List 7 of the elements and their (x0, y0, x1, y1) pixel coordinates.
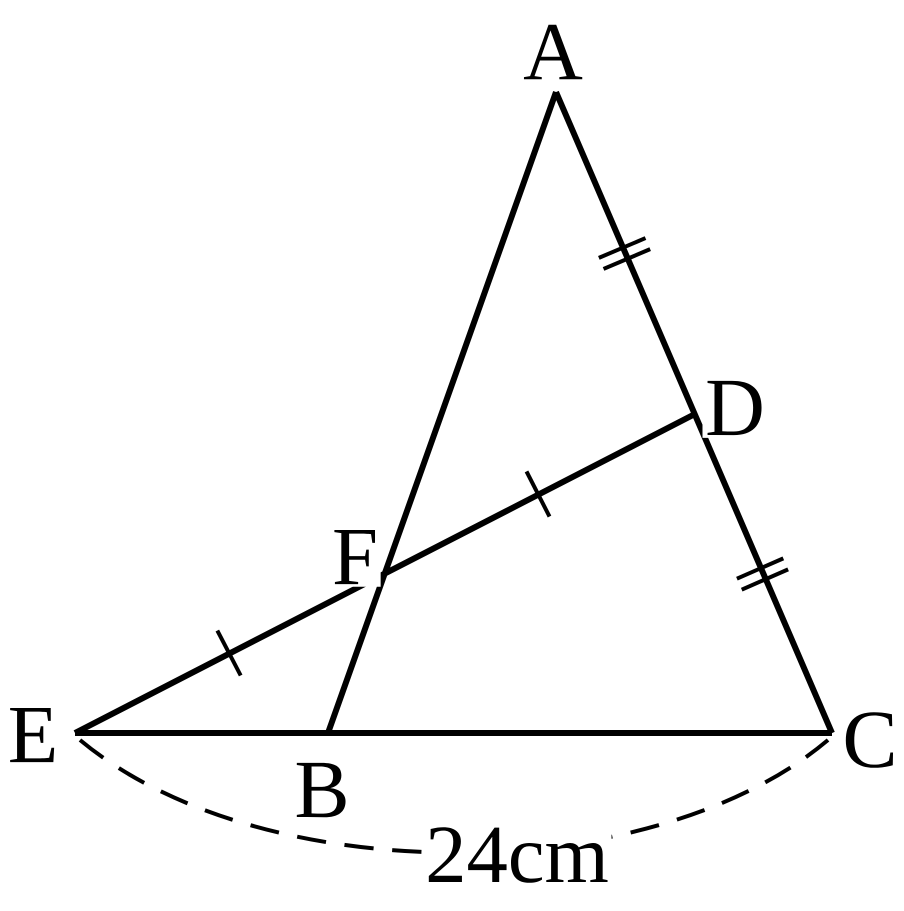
point-label: C (840, 710, 900, 770)
point-label: A (520, 22, 586, 82)
dimension-label: 24cm (422, 824, 612, 886)
point-label: B (292, 760, 352, 820)
point-label: F (329, 527, 381, 587)
point-label: D (702, 378, 768, 438)
point-label: E (5, 705, 61, 765)
